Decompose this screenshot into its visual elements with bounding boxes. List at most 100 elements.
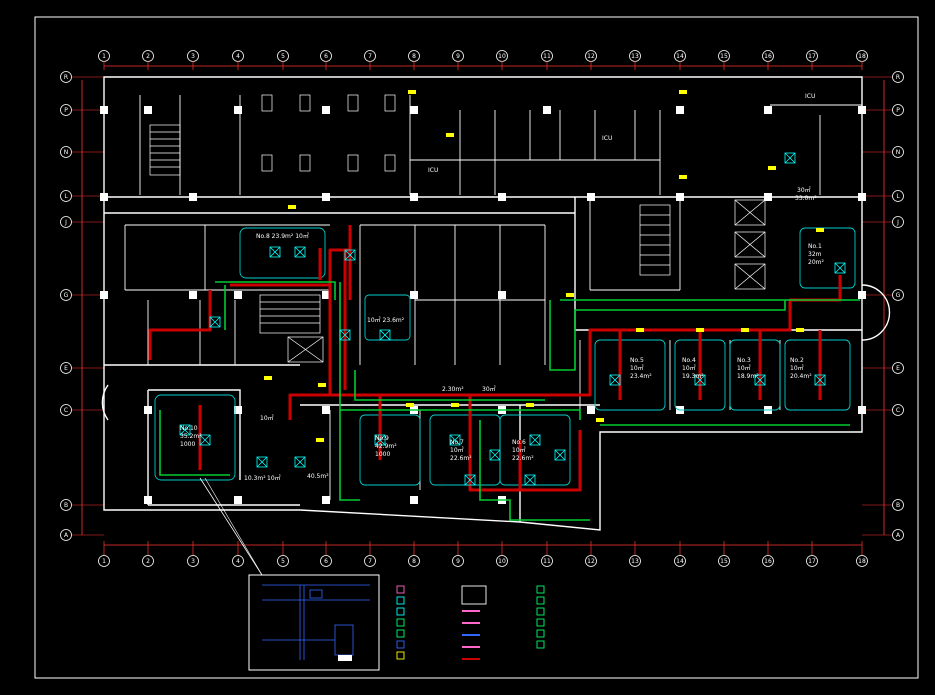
legend-block xyxy=(396,585,545,660)
diffuser-icon xyxy=(379,329,391,341)
column-square xyxy=(410,106,418,114)
legend-swatch xyxy=(396,640,405,649)
area-label-4: 2.30m² xyxy=(442,386,464,393)
axis-label: 11 xyxy=(543,53,551,60)
diffuser-icon xyxy=(784,152,796,164)
axis-label: P xyxy=(64,107,68,114)
axis-label: 6 xyxy=(324,53,328,60)
valve-marker xyxy=(679,90,687,94)
axis-label: 7 xyxy=(368,53,372,60)
column-square xyxy=(234,291,242,299)
legend-swatch xyxy=(396,607,405,616)
room-spec-no1: 32m xyxy=(808,251,822,258)
column-square xyxy=(234,496,242,504)
column-square xyxy=(234,106,242,114)
axis-label: 4 xyxy=(236,53,240,60)
diffuser-icon xyxy=(754,374,766,386)
diffuser-icon xyxy=(209,316,221,328)
column-square xyxy=(764,193,772,201)
valve-marker xyxy=(741,328,749,332)
axis-bubble xyxy=(892,104,904,116)
axis-label: 18 xyxy=(858,53,866,60)
room-labels: No.132m20m²No.210㎡20.4m²No.310㎡18.9m²No.… xyxy=(180,93,824,482)
detail-inset xyxy=(199,477,380,671)
area-label-9: 10㎡ xyxy=(260,414,274,422)
column-square xyxy=(144,106,152,114)
axis-label: 12 xyxy=(587,53,595,60)
valve-marker xyxy=(288,205,296,209)
axis-label: 12 xyxy=(587,558,595,565)
axis-label: 3 xyxy=(191,53,195,60)
axis-label: 2 xyxy=(146,53,150,60)
room-spec-no5: 10㎡ xyxy=(630,364,644,372)
axis-label: E xyxy=(896,365,900,372)
valve-marker xyxy=(636,328,644,332)
axis-bubble xyxy=(364,555,376,567)
axis-bubble xyxy=(541,555,553,567)
legend-swatch xyxy=(536,607,545,616)
column-square xyxy=(858,291,866,299)
drawing-frame xyxy=(34,16,919,679)
axis-bubble xyxy=(762,555,774,567)
room-number-no9: No.9 xyxy=(375,435,389,442)
room-number-no2: No.2 xyxy=(790,357,804,364)
diffuser-icon xyxy=(609,374,621,386)
axis-label: 15 xyxy=(720,53,728,60)
axis-bubble xyxy=(60,104,72,116)
axis-label: 10 xyxy=(498,558,506,565)
axis-label: 16 xyxy=(764,53,772,60)
axis-label: A xyxy=(64,532,69,539)
column-square xyxy=(322,406,330,414)
axis-bubble xyxy=(60,216,72,228)
axis-bubble xyxy=(60,529,72,541)
structural-columns xyxy=(100,106,866,504)
valve-marker xyxy=(768,166,776,170)
axis-label: 16 xyxy=(764,558,772,565)
room-area-no5: 23.4m² xyxy=(630,373,652,380)
room-number-no5: No.5 xyxy=(630,357,644,364)
room-spec-no7: 10㎡ xyxy=(450,446,464,454)
room-area-no4: 19.3m² xyxy=(682,373,704,380)
axis-label: 10 xyxy=(498,53,506,60)
axis-label: 11 xyxy=(543,558,551,565)
legend-swatch xyxy=(396,596,405,605)
diffuser-icon xyxy=(449,434,461,446)
axis-label: 15 xyxy=(720,558,728,565)
column-square xyxy=(410,193,418,201)
column-square xyxy=(189,291,197,299)
axis-bubble xyxy=(892,529,904,541)
room-number-no10: No.10 xyxy=(180,425,198,432)
diffuser-icon xyxy=(294,456,306,468)
column-square xyxy=(676,106,684,114)
diffuser-icon xyxy=(489,449,501,461)
room-area-no1: 20m² xyxy=(808,259,824,266)
diffuser-icon xyxy=(179,424,191,436)
column-square xyxy=(322,291,330,299)
valve-marker xyxy=(566,293,574,297)
axis-bubble xyxy=(60,71,72,83)
axis-bubble xyxy=(856,555,868,567)
column-square xyxy=(764,106,772,114)
area-label-6: 10.3m² xyxy=(244,475,266,482)
door-valve-markers xyxy=(264,90,824,442)
room-area-no3: 18.9m² xyxy=(737,373,759,380)
axis-label: R xyxy=(896,74,900,81)
column-square xyxy=(144,406,152,414)
icu-label-mid: ICU xyxy=(602,135,612,142)
diffuser-icon xyxy=(834,262,846,274)
axis-label: 9 xyxy=(456,53,460,60)
axis-label: 14 xyxy=(676,53,684,60)
axis-label: 4 xyxy=(236,558,240,565)
room-spec-no6: 10㎡ xyxy=(512,446,526,454)
column-square xyxy=(498,193,506,201)
icu-label-left: ICU xyxy=(428,167,438,174)
valve-marker xyxy=(816,228,824,232)
stair-cores xyxy=(149,124,766,363)
axis-bubble xyxy=(277,555,289,567)
diffuser-icon xyxy=(464,474,476,486)
room-area-no9: 1000 xyxy=(375,451,390,458)
axis-label: 7 xyxy=(368,558,372,565)
axis-bubble xyxy=(60,499,72,511)
area-label-2: 33.0m² xyxy=(795,195,817,202)
